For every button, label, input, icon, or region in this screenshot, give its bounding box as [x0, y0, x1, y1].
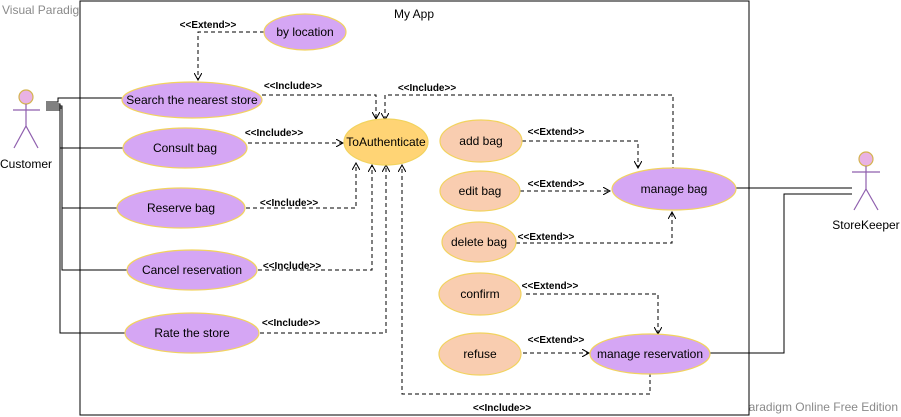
use-case-refuse[interactable]: refuse [438, 332, 522, 376]
assoc-customer-search [46, 97, 122, 103]
use-case-label: delete bag [451, 235, 507, 249]
label-include-cancel: <<Include>> [263, 261, 322, 272]
use-case-label: ToAuthenticate [346, 135, 426, 149]
use-case-label: Consult bag [153, 141, 217, 155]
actor-head-icon [18, 89, 34, 105]
use-case-label: edit bag [459, 184, 502, 198]
label-extend-refuse: <<Extend>> [528, 335, 585, 346]
use-case-label: by location [276, 25, 333, 39]
label-include-reserve: <<Include>> [260, 198, 319, 209]
use-case-manage-bag[interactable]: manage bag [611, 167, 737, 211]
use-case-delete-bag[interactable]: delete bag [441, 221, 517, 263]
use-case-rate-store[interactable]: Rate the store [124, 312, 260, 354]
rel-extend-location [198, 31, 264, 80]
rel-include-search [262, 94, 376, 119]
label-include-manage-reservation: <<Include>> [473, 403, 532, 414]
use-case-label: manage bag [641, 182, 708, 196]
use-case-label: manage reservation [597, 347, 703, 361]
rel-include-rate [260, 165, 386, 334]
label-extend-edit-bag: <<Extend>> [528, 179, 585, 190]
use-case-by-location[interactable]: by location [263, 13, 347, 51]
use-case-label: Search the nearest store [126, 93, 258, 107]
stereotype-labels: <<Extend>> <<Include>> <<Include>> <<Inc… [180, 20, 585, 414]
use-case-reserve-bag[interactable]: Reserve bag [116, 187, 246, 229]
rel-extend-confirm [526, 293, 658, 334]
label-extend-add-bag: <<Extend>> [528, 127, 585, 138]
assoc-customer-rate [46, 109, 126, 334]
use-case-add-bag[interactable]: add bag [439, 119, 523, 163]
rel-include-manage-reservation [402, 165, 651, 395]
associations [46, 97, 852, 354]
rel-extend-delete-bag [516, 212, 672, 244]
system-name: My App [394, 7, 434, 21]
use-case-label: Cancel reservation [142, 263, 242, 277]
use-case-manage-reservation[interactable]: manage reservation [589, 333, 711, 375]
rel-include-manage-bag [385, 94, 674, 171]
label-include-consult: <<Include>> [245, 128, 304, 139]
use-case-label: Reserve bag [147, 201, 215, 215]
label-include-search: <<Include>> [264, 81, 323, 92]
use-case-edit-bag[interactable]: edit bag [439, 170, 521, 212]
actor-head-icon [858, 151, 874, 167]
use-case-label: confirm [460, 287, 499, 301]
label-include-rate: <<Include>> [262, 318, 321, 329]
actor-storekeeper-label: StoreKeeper [832, 218, 899, 232]
actor-storekeeper[interactable]: StoreKeeper [832, 151, 900, 232]
label-extend-delete-bag: <<Extend>> [518, 232, 575, 243]
rel-include-cancel [258, 165, 372, 271]
label-extend-confirm: <<Extend>> [522, 281, 579, 292]
watermark-bottom: Visual Paradigm Online Free Edition [704, 400, 898, 414]
use-case-search-nearest-store[interactable]: Search the nearest store [121, 81, 263, 119]
use-case-to-authenticate[interactable]: ToAuthenticate [343, 118, 429, 166]
actor-customer[interactable]: Customer [0, 89, 52, 171]
rel-extend-add-bag [522, 140, 638, 168]
label-extend-location: <<Extend>> [180, 20, 237, 31]
use-case-label: Rate the store [154, 326, 230, 340]
use-case-confirm[interactable]: confirm [438, 272, 522, 316]
rel-include-reserve [246, 163, 356, 209]
use-case-label: add bag [459, 134, 502, 148]
assoc-customer-cancel [46, 107, 128, 271]
use-case-cancel-reservation[interactable]: Cancel reservation [126, 249, 258, 291]
label-include-manage-bag: <<Include>> [398, 83, 457, 94]
use-case-consult-bag[interactable]: Consult bag [122, 127, 248, 169]
use-case-label: refuse [463, 347, 497, 361]
relationships [198, 31, 674, 395]
assoc-storekeeper-manage-reservation [708, 193, 852, 354]
actor-customer-label: Customer [0, 157, 52, 171]
